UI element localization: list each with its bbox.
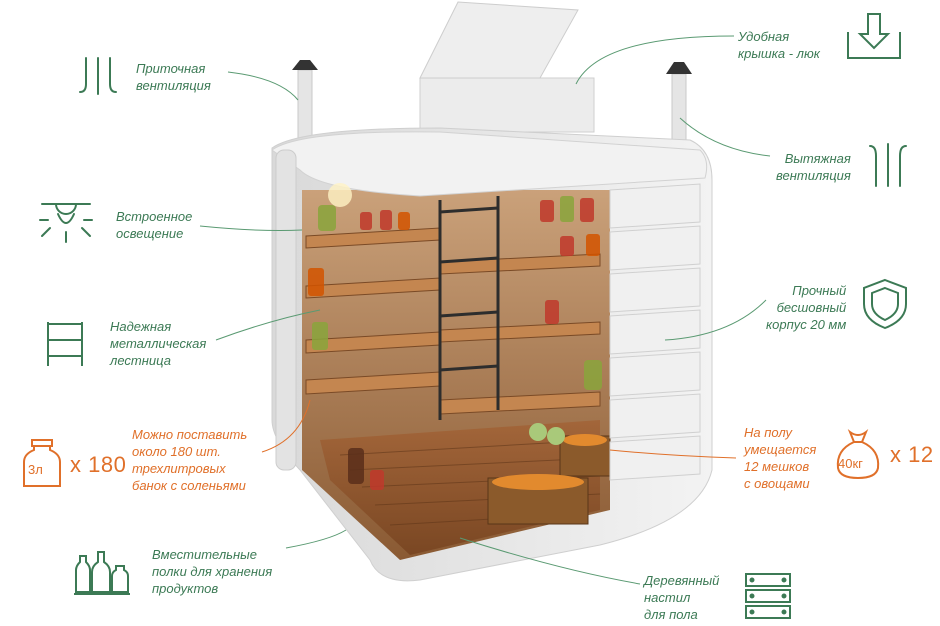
jar-icon: 3л <box>22 438 62 490</box>
jars-count: x 180 <box>70 452 127 477</box>
supply-vent-label: Приточная вентиляция <box>136 61 211 93</box>
hatch <box>419 1 595 133</box>
sack-weight-label: 40кг <box>838 456 863 471</box>
ladder-icon <box>47 322 83 366</box>
sack-icon: 40кг <box>834 428 882 480</box>
lighting-label: Встроенное освещение <box>116 209 193 241</box>
shield-icon <box>863 278 907 330</box>
vent-out-icon <box>869 143 907 187</box>
ladder-label: Надежная металлическая лестница <box>110 319 207 368</box>
vent-in-icon <box>79 57 117 95</box>
hatch-label: Удобная крышка - люк <box>738 29 820 61</box>
lamp-icon <box>39 203 93 243</box>
cellar-body <box>271 127 713 582</box>
jar-volume-label: 3л <box>28 462 43 477</box>
hatch-arrow-icon <box>847 13 901 59</box>
body-label: Прочный бесшовный корпус 20 мм <box>766 283 847 332</box>
shelves-label: Вместительные полки для хранения продукт… <box>152 547 273 596</box>
exhaust-vent-label: Вытяжная вентиляция <box>776 151 851 183</box>
bottles-icon <box>74 551 130 595</box>
supply-vent-pipe <box>292 60 318 141</box>
sacks-label: На полу умещается 12 мешков с овощами <box>744 425 817 491</box>
jars-label: Можно поставить около 180 шт. трехлитров… <box>132 427 248 493</box>
floor-boards-icon <box>745 573 791 619</box>
sacks-count: x 12 <box>890 442 934 467</box>
floor-label: Деревянный настил для пола <box>644 573 720 622</box>
